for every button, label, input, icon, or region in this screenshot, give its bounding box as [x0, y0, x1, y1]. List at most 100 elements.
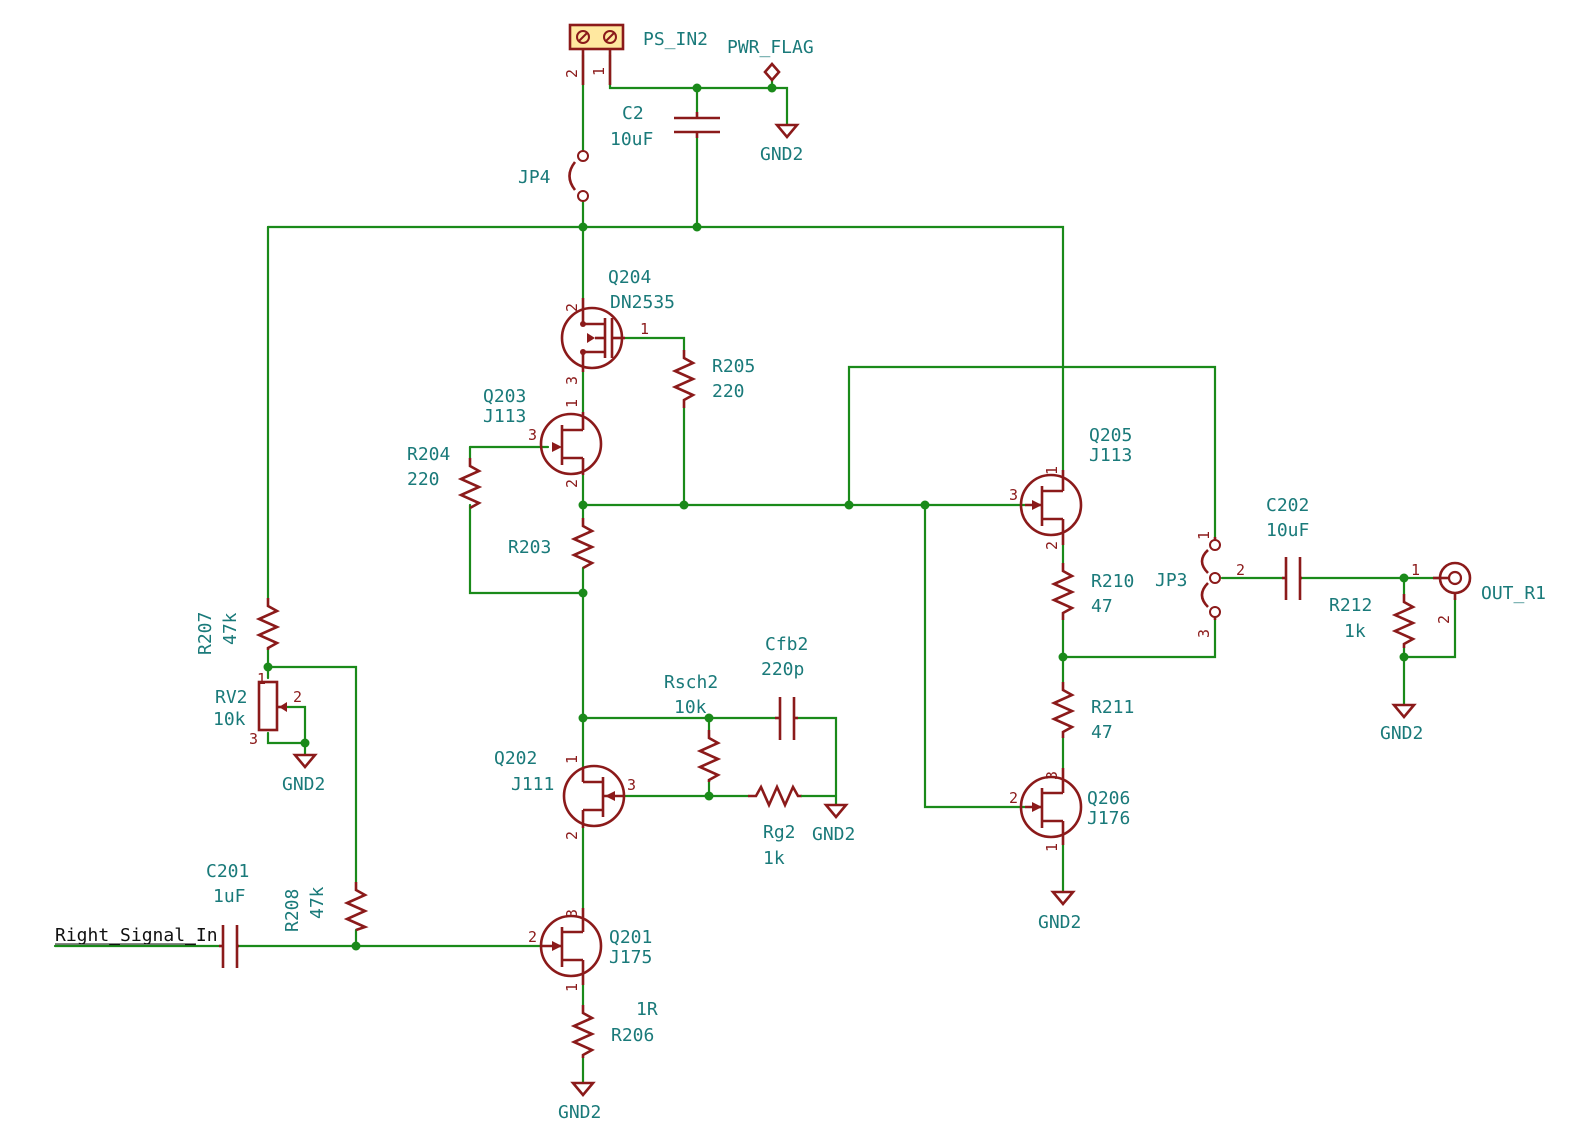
- rsch2-value: 10k: [674, 697, 707, 718]
- gnd-symbol-bottom: GND2: [558, 1081, 601, 1123]
- ps-in2-connector: 2 1 PS_IN2: [563, 23, 708, 85]
- ps-in2-ref: PS_IN2: [643, 29, 708, 50]
- rsch2-ref: Rsch2: [664, 672, 718, 693]
- r206-value: 1R: [636, 999, 658, 1020]
- r206-ref: R206: [611, 1025, 654, 1046]
- jp4-ref: JP4: [518, 167, 551, 188]
- jp3-pin1: 1: [1195, 531, 1213, 540]
- r203-ref: R203: [508, 537, 551, 558]
- gnd-symbol-cfb2: GND2: [812, 803, 855, 845]
- r210-resistor: R210 47: [1050, 563, 1134, 620]
- r204-resistor: R204 220: [407, 444, 483, 510]
- out-r1-pin1: 1: [1411, 561, 1420, 579]
- q203-ref: Q203: [483, 386, 526, 407]
- rv2-pin1: 1: [257, 670, 266, 688]
- out-r1-connector: 1 2 OUT_R1: [1411, 561, 1546, 624]
- cfb2-ref: Cfb2: [765, 634, 808, 655]
- ps-in2-pin2: 2: [563, 69, 581, 78]
- r208-resistor: R208 47k: [282, 882, 369, 932]
- r204-value: 220: [407, 469, 440, 490]
- q204-pin3: 3: [563, 376, 581, 385]
- q201-pin2: 2: [528, 928, 537, 946]
- r212-ref: R212: [1329, 595, 1372, 616]
- rv2-ref: RV2: [215, 687, 248, 708]
- q203-pin2: 2: [563, 479, 581, 488]
- jp3-pin3: 3: [1195, 629, 1213, 638]
- r212-value: 1k: [1344, 621, 1366, 642]
- q202-ref: Q202: [494, 748, 537, 769]
- gnd-symbol-q206: GND2: [1038, 890, 1081, 933]
- c201-value: 1uF: [213, 886, 246, 907]
- pwr-flag: PWR_FLAG: [727, 37, 814, 82]
- gnd-label-r212: GND2: [1380, 723, 1423, 744]
- rv2-pin2: 2: [293, 688, 302, 706]
- q201-value: J175: [609, 947, 652, 968]
- r205-ref: R205: [712, 356, 755, 377]
- cfb2-capacitor: Cfb2 220p: [761, 634, 808, 740]
- q203-pin3: 3: [528, 426, 537, 444]
- q202-value: J111: [511, 774, 554, 795]
- c2-capacitor: C2 10uF: [610, 103, 720, 150]
- q206-value: J176: [1087, 808, 1130, 829]
- q206-pin2: 2: [1009, 789, 1018, 807]
- gnd-label-cfb2: GND2: [812, 824, 855, 845]
- gnd-label-rv2: GND2: [282, 774, 325, 795]
- c202-capacitor: C202 10uF: [1266, 495, 1309, 600]
- rv2-pin3: 3: [249, 730, 258, 748]
- q203-pin1: 1: [563, 399, 581, 408]
- rv2-potentiometer: 1 2 3 RV2 10k: [213, 670, 302, 748]
- r211-resistor: R211 47: [1050, 682, 1134, 743]
- rg2-resistor: Rg2 1k: [748, 783, 838, 869]
- q204-ref: Q204: [608, 267, 651, 288]
- gnd-label-q206: GND2: [1038, 912, 1081, 933]
- r206-resistor: 1R R206: [570, 999, 658, 1058]
- c201-capacitor: C201 1uF: [206, 861, 249, 968]
- r203-resistor: R203: [508, 518, 596, 570]
- c2-value: 10uF: [610, 129, 653, 150]
- q206-pin3: 3: [1043, 771, 1061, 780]
- r207-resistor: R207 47k: [195, 598, 281, 655]
- gnd-symbol-top: GND2: [760, 123, 803, 165]
- r208-value: 47k: [307, 886, 328, 919]
- r205-value: 220: [712, 381, 745, 402]
- c202-value: 10uF: [1266, 520, 1309, 541]
- q201-jfet: 3 1 2 Q201 J175: [528, 908, 652, 992]
- gnd-label-top: GND2: [760, 144, 803, 165]
- q206-pin1: 1: [1043, 843, 1061, 852]
- gnd-symbol-r212: GND2: [1380, 703, 1423, 744]
- out-r1-pin2: 2: [1435, 615, 1453, 624]
- r210-ref: R210: [1091, 571, 1134, 592]
- gnd-symbol-rv2: GND2: [282, 753, 325, 795]
- r207-ref: R207: [195, 612, 216, 655]
- q202-pin1: 1: [563, 755, 581, 764]
- rg2-ref: Rg2: [763, 822, 796, 843]
- input-net-label: Right_Signal_In: [55, 925, 218, 946]
- junctions: [263, 83, 1409, 951]
- q202-pin3: 3: [627, 776, 636, 794]
- q201-pin1: 1: [563, 983, 581, 992]
- q204-value: DN2535: [610, 292, 675, 313]
- jp4-jumper: JP4: [518, 150, 589, 202]
- q205-value: J113: [1089, 445, 1132, 466]
- c2-ref: C2: [622, 103, 644, 124]
- cfb2-value: 220p: [761, 659, 804, 680]
- r204-ref: R204: [407, 444, 450, 465]
- q204-mosfet: 2 3 1 Q204 DN2535: [560, 267, 675, 385]
- q206-jfet: 3 1 2 Q206 J176: [1009, 768, 1130, 852]
- q205-pin2: 2: [1043, 541, 1061, 550]
- q202-pin2: 2: [563, 831, 581, 840]
- r211-value: 47: [1091, 722, 1113, 743]
- jp3-jumper: 1 2 3 JP3: [1155, 531, 1245, 638]
- r208-ref: R208: [282, 889, 303, 932]
- q205-ref: Q205: [1089, 425, 1132, 446]
- q205-pin1: 1: [1043, 466, 1061, 475]
- q204-pin2: 2: [563, 303, 581, 312]
- jp3-pin2: 2: [1236, 561, 1245, 579]
- c202-ref: C202: [1266, 495, 1309, 516]
- q202-jfet: 1 2 3 Q202 J111: [494, 748, 636, 840]
- q204-pin1: 1: [640, 320, 649, 338]
- r212-resistor: R212 1k: [1329, 594, 1417, 648]
- jp3-ref: JP3: [1155, 570, 1188, 591]
- rsch2-resistor: Rsch2 10k: [664, 672, 722, 782]
